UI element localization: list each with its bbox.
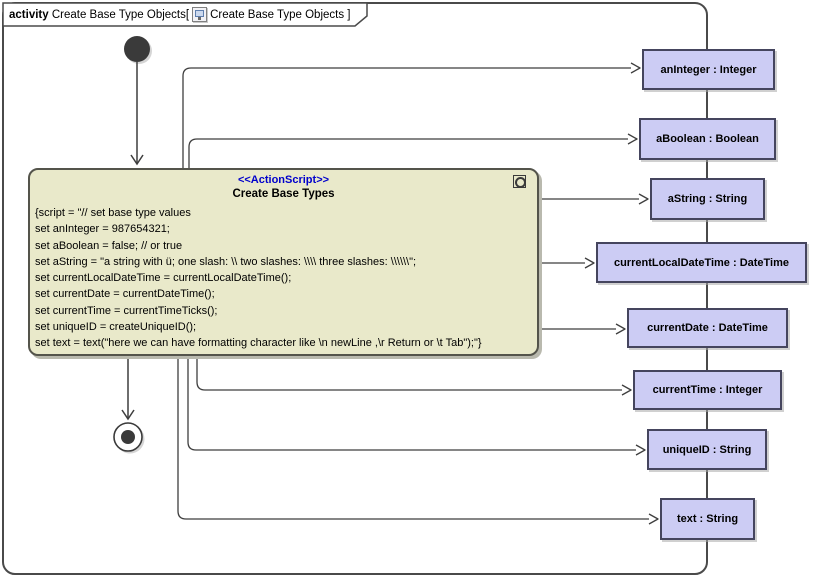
flow-to-aBoolean[interactable]: [188, 133, 638, 168]
initial-node[interactable]: [124, 36, 150, 62]
flow-to-currentLocalDateTime[interactable]: [540, 257, 595, 269]
action-node-create-base-types[interactable]: <<ActionScript>> Create Base Types {scri…: [28, 168, 539, 356]
flow-to-anInteger[interactable]: [182, 62, 641, 168]
object-node-currentLocalDateTime[interactable]: currentLocalDateTime : DateTime: [596, 242, 807, 283]
flow-action-to-final[interactable]: [121, 356, 135, 421]
object-label: anInteger : Integer: [660, 63, 757, 76]
gear-icon: [513, 175, 526, 188]
script-line: set anInteger = 987654321;: [35, 223, 170, 236]
object-label: currentDate : DateTime: [647, 322, 768, 334]
activity-diagram-icon: [192, 7, 208, 22]
object-node-aBoolean[interactable]: aBoolean : Boolean: [639, 118, 776, 160]
object-node-currentTime[interactable]: currentTime : Integer: [633, 370, 782, 410]
flow-to-uniqueID[interactable]: [187, 356, 646, 456]
object-node-aString[interactable]: aString : String: [650, 178, 765, 220]
script-line: set currentDate = currentDateTime();: [35, 288, 215, 301]
object-node-uniqueID[interactable]: uniqueID : String: [647, 429, 767, 470]
frame-title: activity Create Base Type Objects[ Create…: [9, 7, 351, 22]
script-line: {script = "// set base type values: [35, 207, 191, 219]
flow-to-text[interactable]: [177, 356, 659, 525]
flow-to-aString[interactable]: [540, 193, 649, 205]
script-line: set aBoolean = false; // or true: [35, 239, 183, 252]
script-line: set text = text("here we can have format…: [35, 337, 482, 350]
object-label: uniqueID : String: [662, 443, 752, 456]
action-name: Create Base Types: [232, 188, 335, 200]
flow-to-currentTime[interactable]: [196, 356, 632, 396]
script-line: set currentTime = currentTimeTicks();: [35, 304, 218, 317]
object-label: currentLocalDateTime : DateTime: [613, 256, 790, 269]
object-label: aString : String: [667, 193, 748, 205]
object-node-currentDate[interactable]: currentDate : DateTime: [627, 308, 788, 348]
flow-to-currentDate[interactable]: [540, 323, 626, 335]
action-script: {script = "// set base type values set a…: [30, 205, 537, 352]
script-line: set uniqueID = createUniqueID();: [35, 321, 197, 334]
object-node-text[interactable]: text : String: [660, 498, 755, 540]
frame-diagram-ref: Create Base Type Objects ]: [210, 8, 351, 21]
frame-title-tab: [2, 2, 368, 27]
script-line: set currentLocalDateTime = currentLocalD…: [35, 272, 292, 285]
final-node-core: [121, 430, 135, 444]
object-label: currentTime : Integer: [652, 384, 763, 396]
object-label: aBoolean : Boolean: [656, 133, 759, 145]
object-node-anInteger[interactable]: anInteger : Integer: [642, 49, 775, 90]
object-label: text : String: [676, 513, 739, 525]
script-line: set aString = "a string with ü; one slas…: [35, 255, 417, 268]
flow-initial-to-action[interactable]: [130, 62, 144, 166]
frame-kind-label: activity: [9, 8, 49, 21]
action-stereotype: <<ActionScript>>: [237, 174, 330, 186]
frame-name: Create Base Type Objects[: [51, 8, 190, 21]
